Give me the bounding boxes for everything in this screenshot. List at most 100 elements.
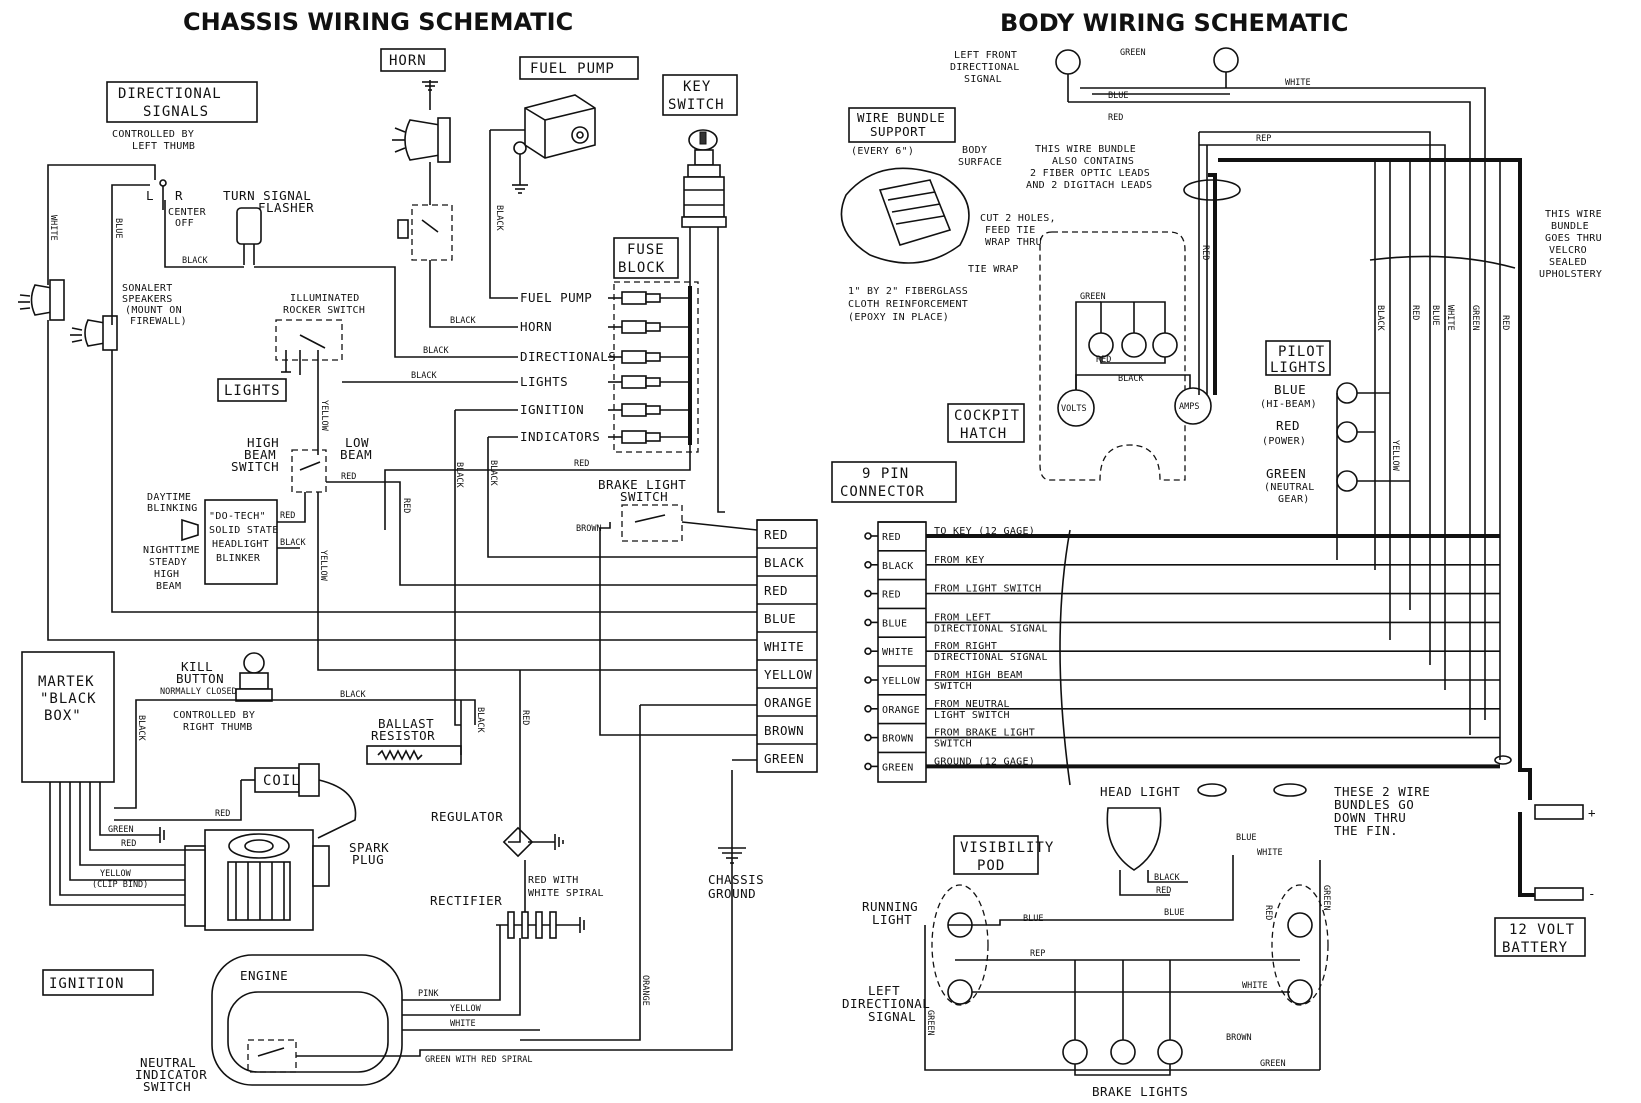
svg-text:HIGH: HIGH [154,569,179,580]
fuse-row-label: FUEL PUMP [520,290,592,305]
svg-text:BLACK: BLACK [423,346,449,356]
svg-text:BEAM: BEAM [244,447,276,462]
svg-text:"DO-TECH": "DO-TECH" [209,511,266,522]
svg-text:+: + [1588,805,1596,820]
svg-text:(POWER): (POWER) [1262,436,1306,447]
ignition-label: IGNITION [42,969,154,996]
svg-text:GREEN WITH RED SPIRAL: GREEN WITH RED SPIRAL [425,1055,532,1065]
connector-color-label: RED [764,583,788,598]
pin-color-label: BLUE [882,618,907,629]
svg-text:GREEN: GREEN [108,825,134,835]
svg-text:PILOT: PILOT [1278,344,1325,360]
body-wire-labels: GREEN WHITE BLUE RED REP RED BLACK RED B… [1108,48,1510,472]
svg-text:THESE 2 WIRE: THESE 2 WIRE [1334,784,1430,799]
svg-text:ENGINE: ENGINE [240,968,288,983]
svg-text:FLASHER: FLASHER [258,200,314,215]
svg-text:SURFACE: SURFACE [958,157,1002,168]
svg-text:DIRECTIONAL: DIRECTIONAL [118,86,222,102]
svg-text:LIGHTS: LIGHTS [224,383,281,399]
key-switch-label: KEY SWITCH [662,74,738,116]
pin-desc-label: SWITCH [934,739,972,750]
svg-text:OFF: OFF [175,218,194,229]
cockpit-hatch: COCKPIT HATCH GREEN RED BLACK VOLTS AMPS [947,231,1212,481]
left-front-directional: LEFT FRONT DIRECTIONAL SIGNAL [950,47,1239,102]
directional-switch-icon: L R CENTER OFF [146,179,206,229]
svg-text:RED: RED [1108,113,1123,123]
battery: + - 12 VOLT BATTERY [1494,804,1596,957]
visibility-pod-label: VISIBILITY POD [953,835,1053,875]
connector-color-label: ORANGE [764,695,812,710]
svg-text:RIGHT THUMB: RIGHT THUMB [183,722,253,733]
svg-text:NEUTRAL: NEUTRAL [140,1055,196,1070]
svg-text:LEFT: LEFT [868,983,900,998]
svg-text:(EPOXY IN PLACE): (EPOXY IN PLACE) [848,312,949,323]
svg-text:WHITE: WHITE [1242,981,1268,991]
svg-text:BLINKING: BLINKING [147,503,198,514]
two-bundles-note: THESE 2 WIRE BUNDLES GO DOWN THRU THE FI… [1334,784,1430,838]
pin-desc-label: FROM NEUTRAL [934,699,1010,710]
pin-color-label: ORANGE [882,705,920,716]
svg-text:-: - [1588,886,1596,901]
svg-text:SWITCH: SWITCH [620,489,668,504]
svg-text:REP: REP [1030,949,1045,959]
svg-text:BEAM: BEAM [156,581,181,592]
key-switch-icon [681,129,727,245]
svg-text:SIGNAL: SIGNAL [868,1009,916,1024]
svg-text:RED: RED [280,511,295,521]
chassis-title: CHASSIS WIRING SCHEMATIC [183,8,573,36]
horn-icon [392,80,453,261]
svg-text:DAYTIME: DAYTIME [147,492,191,503]
svg-text:SPEAKERS: SPEAKERS [122,294,173,305]
svg-text:ALSO CONTAINS: ALSO CONTAINS [1052,156,1134,167]
svg-text:YELLOW: YELLOW [450,1004,482,1014]
svg-text:RED: RED [1500,315,1510,330]
svg-text:SUPPORT: SUPPORT [870,124,926,139]
svg-text:BUNDLE: BUNDLE [1551,221,1589,232]
svg-text:THE FIN.: THE FIN. [1334,823,1398,838]
fuse-row: FUEL PUMP [520,290,690,305]
svg-text:BLACK: BLACK [1118,374,1144,384]
svg-text:YELLOW: YELLOW [100,869,132,879]
connector-color-label: RED [764,527,788,542]
svg-text:KILL: KILL [181,659,213,674]
fuse-row: IGNITION [520,402,690,417]
svg-text:BLACK: BLACK [1375,305,1385,331]
connector-color-label: BLUE [764,611,796,626]
svg-text:THIS WIRE BUNDLE: THIS WIRE BUNDLE [1035,144,1136,155]
svg-text:BLUE: BLUE [1274,382,1306,397]
brake-light-switch: BRAKE LIGHT SWITCH BROWN [576,477,686,542]
svg-text:BLACK: BLACK [1154,873,1180,883]
svg-text:KEY: KEY [683,79,711,95]
svg-text:WHITE: WHITE [1285,78,1311,88]
svg-text:ILLUMINATED: ILLUMINATED [290,293,360,304]
svg-text:SOLID STATE: SOLID STATE [209,525,279,536]
svg-text:FUSE: FUSE [627,242,665,258]
svg-text:COCKPIT: COCKPIT [954,408,1020,424]
bundle-note: THIS WIRE BUNDLE ALSO CONTAINS 2 FIBER O… [1026,144,1152,191]
svg-text:BLACK: BLACK [411,371,437,381]
svg-text:12 VOLT: 12 VOLT [1509,922,1575,938]
fuse-row: HORN [520,319,690,334]
svg-text:GREEN: GREEN [1260,1059,1286,1069]
svg-text:RED: RED [574,459,589,469]
svg-text:BROWN: BROWN [576,524,602,534]
pin-desc-label: SWITCH [934,681,972,692]
svg-text:WHITE SPIRAL: WHITE SPIRAL [528,888,604,899]
pin-desc-label: DIRECTIONAL SIGNAL [934,623,1048,634]
svg-text:BLUE: BLUE [1236,833,1256,843]
svg-text:LEFT THUMB: LEFT THUMB [132,141,195,152]
svg-text:DIRECTIONAL: DIRECTIONAL [842,996,930,1011]
svg-text:BLACK: BLACK [136,715,146,741]
svg-text:SONALERT: SONALERT [122,283,173,294]
pin-color-label: GREEN [882,762,914,773]
svg-text:(NEUTRAL: (NEUTRAL [1264,482,1315,493]
svg-text:CONTROLLED BY: CONTROLLED BY [173,710,255,721]
svg-text:DIRECTIONAL: DIRECTIONAL [950,62,1020,73]
svg-text:RED: RED [121,839,136,849]
svg-text:GOES THRU: GOES THRU [1545,233,1602,244]
svg-text:YELLOW: YELLOW [318,550,328,582]
pin-color-label: YELLOW [882,676,921,687]
